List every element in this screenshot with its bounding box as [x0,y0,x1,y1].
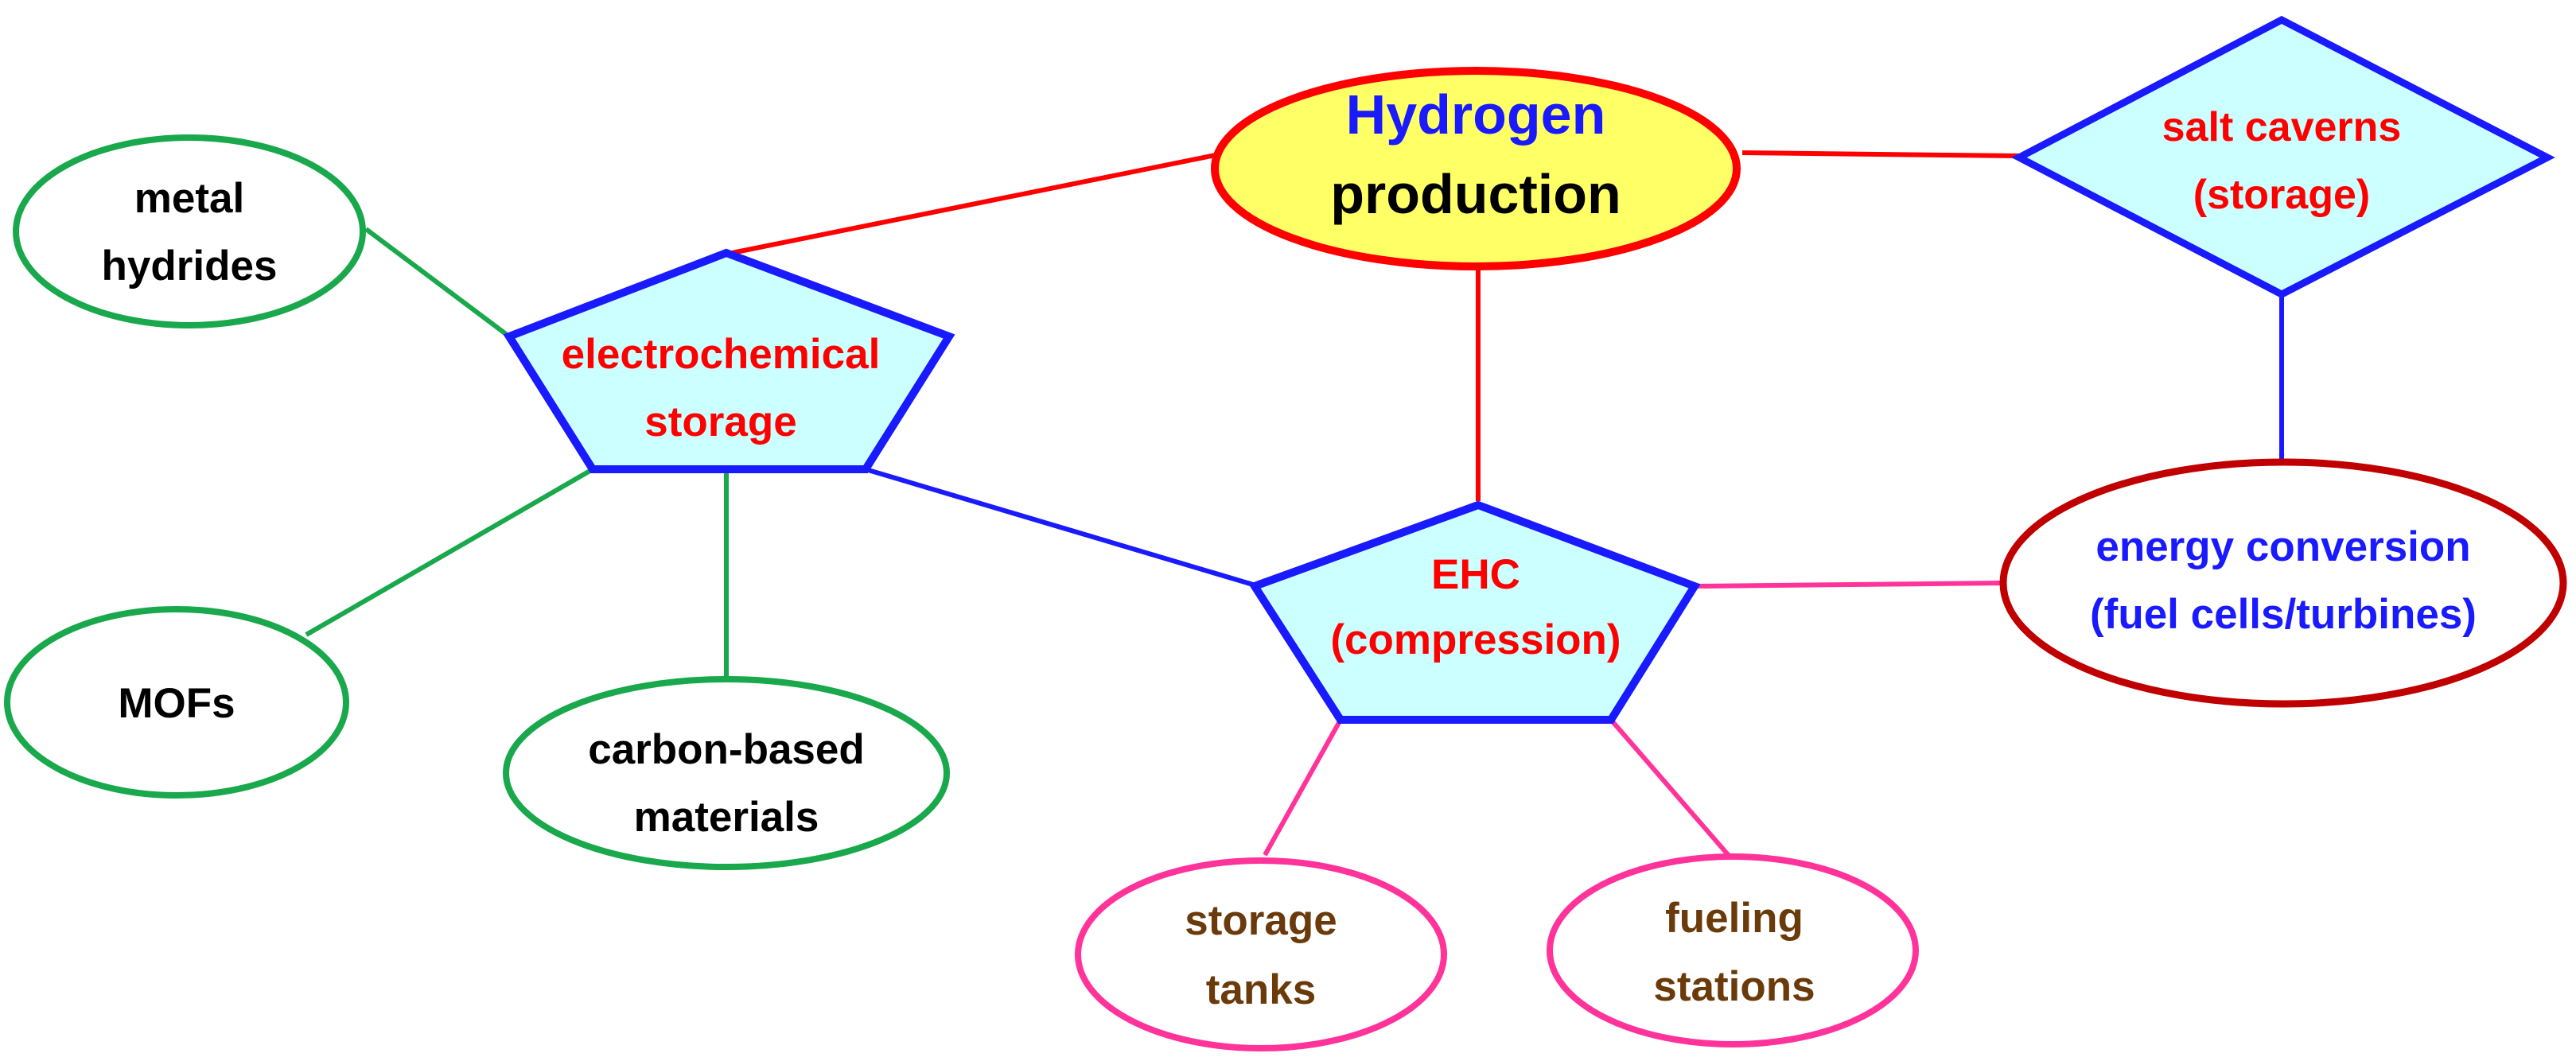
salt-caverns-line2: (storage) [2193,172,2370,218]
arrow-electrochemical-to-ehc [865,467,1254,587]
metal-hydrides-line1: metal [134,175,244,222]
node-ehc-compression: EHC (compression) [1248,500,1701,724]
ehc-compression-line2: (compression) [1330,616,1621,663]
electrochemical-storage-shape [503,248,955,473]
arrow-ehc-to-storage-tanks [1263,718,1343,857]
node-hydrogen-production: Hydrogen production [1211,67,1741,270]
ehc-compression-shape [1248,500,1701,724]
node-fueling-stations: fueling stations [1547,853,1919,1047]
storage-tanks-line2: tanks [1206,966,1316,1013]
arrows [305,150,2285,859]
metal-hydrides-line2: hydrides [102,243,278,290]
storage-tanks-shape [1075,857,1447,1051]
electrochemical-storage-line1: electrochemical [562,331,881,378]
electrochemical-storage-line2: storage [644,398,796,445]
node-metal-hydrides: metal hydrides [13,134,366,328]
mofs-label: MOFs [118,680,235,727]
node-carbon-based-materials: carbon-based materials [503,676,950,870]
salt-caverns-shape [2011,15,2555,299]
arrow-hydrogen-to-salt-caverns [1741,150,2020,159]
fueling-stations-line1: fueling [1665,895,1804,942]
node-electrochemical-storage: electrochemical storage [503,248,955,473]
node-salt-caverns: salt caverns (storage) [2011,15,2555,299]
arrow-ehc-to-fueling-stations [1609,718,1733,859]
fueling-stations-shape [1547,853,1919,1047]
energy-conversion-line2: (fuel cells/turbines) [2090,591,2477,638]
node-storage-tanks: storage tanks [1075,857,1447,1051]
arrow-ehc-to-energy [1694,580,2004,589]
arrow-hydrogen-to-electrochemical [731,153,1216,255]
mofs-shape [4,606,349,799]
carbon-based-materials-line2: materials [634,794,819,841]
hydrogen-production-shape [1211,67,1741,270]
energy-conversion-shape [1999,458,2567,708]
salt-caverns-line1: salt caverns [2162,104,2402,150]
energy-conversion-line1: energy conversion [2095,523,2470,570]
carbon-based-materials-line1: carbon-based [588,726,865,773]
ehc-compression-line1: EHC [1431,551,1520,598]
metal-hydrides-shape [13,134,366,328]
arrow-electrochemical-to-mofs [305,467,594,637]
carbon-based-materials-shape [503,676,950,870]
node-energy-conversion: energy conversion (fuel cells/turbines) [1999,458,2567,708]
hydrogen-production-line2: production [1330,163,1621,225]
node-mofs: MOFs [4,606,349,799]
storage-tanks-line1: storage [1185,897,1337,944]
arrow-electrochemical-to-metal-hydrides [364,227,511,339]
fueling-stations-line2: stations [1653,963,1815,1010]
hydrogen-production-line1: Hydrogen [1346,84,1606,146]
